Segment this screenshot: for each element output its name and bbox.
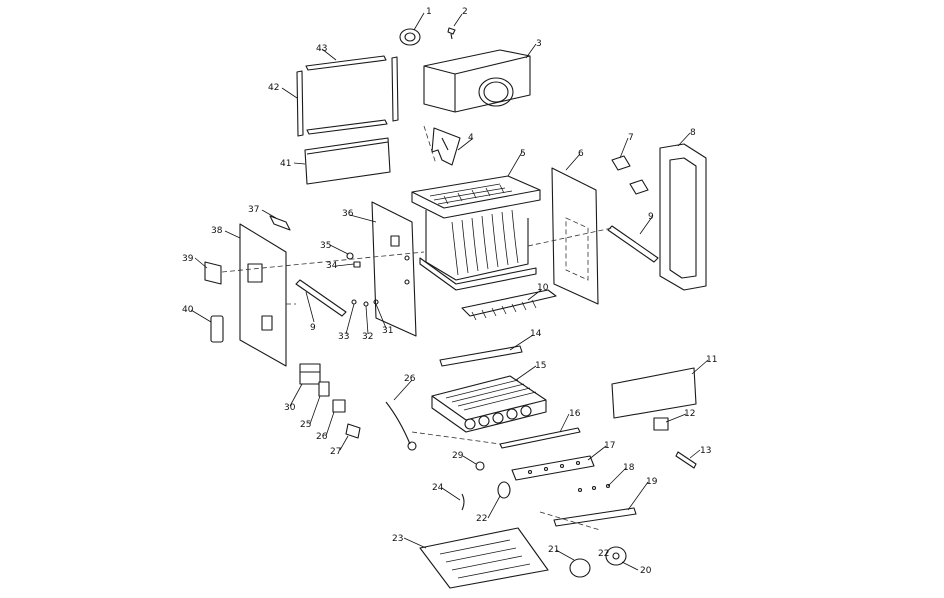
part-4-bracket	[431, 127, 461, 166]
part-13-screw	[675, 451, 697, 469]
callout-1: 1	[426, 7, 432, 17]
leader-lines	[190, 12, 709, 571]
callout-22-left: 22	[598, 549, 609, 559]
part-36-inner-panel	[371, 201, 417, 337]
callout-27: 27	[330, 447, 341, 457]
callout-31: 31	[382, 326, 393, 336]
part-34-fitting	[353, 261, 361, 268]
callout-2: 2	[462, 7, 468, 17]
callout-14: 14	[530, 329, 542, 339]
callout-21: 21	[548, 545, 559, 555]
callout-12: 12	[684, 409, 695, 419]
callout-30: 30	[284, 403, 296, 413]
callout-40: 40	[182, 305, 194, 315]
callout-38: 38	[211, 226, 223, 236]
part-1-collar	[399, 28, 421, 46]
part-27-clip	[345, 423, 361, 439]
part-26-thermocouple	[385, 401, 417, 451]
callout-8: 8	[690, 128, 696, 138]
callout-29: 29	[452, 451, 464, 461]
part-17-rail	[511, 455, 595, 481]
part-22-collar	[497, 481, 511, 499]
part-10-burner-tray	[461, 289, 557, 321]
callout-39: 39	[182, 254, 194, 264]
part-21-cap	[569, 558, 591, 578]
part-19-bar	[553, 507, 637, 527]
assembly-lines	[221, 125, 613, 531]
callout-18: 18	[623, 463, 635, 473]
part-40-cover	[210, 315, 224, 343]
callout-34: 34	[326, 261, 338, 271]
part-37-clip	[269, 215, 291, 231]
part-25-switch	[318, 381, 330, 397]
callout-35: 35	[320, 241, 331, 251]
callout-4: 4	[468, 133, 474, 143]
part-12-valve	[653, 417, 669, 431]
callout-labels: 1 2 3 4 5 6 7 8 9 9 10 11 12 13 14 15 16…	[182, 7, 717, 576]
part-38-outer-side-panel	[239, 223, 287, 367]
part-20-knob	[605, 546, 627, 566]
callout-10: 10	[537, 283, 549, 293]
part-7-clips	[611, 155, 649, 195]
callout-37: 37	[248, 205, 259, 215]
callout-3: 3	[536, 39, 542, 49]
callout-42: 42	[268, 83, 279, 93]
part-16-manifold	[499, 427, 581, 449]
part-9-angle-strip-left	[295, 279, 347, 317]
callout-23: 23	[392, 534, 403, 544]
part-14-rail	[439, 345, 523, 367]
part-26-block	[332, 399, 346, 413]
part-43-top-strip	[305, 55, 387, 71]
part-15-burner-assembly	[431, 375, 547, 433]
part-39-plate	[204, 261, 222, 285]
part-18-orifices	[577, 483, 611, 493]
callout-33: 33	[338, 332, 349, 342]
part-41-panel	[304, 137, 391, 185]
callout-41: 41	[280, 159, 291, 169]
part-9-angle-strip-right	[607, 225, 659, 263]
callout-6: 6	[578, 149, 584, 159]
callout-7: 7	[628, 133, 634, 143]
callout-19: 19	[646, 477, 658, 487]
callout-13: 13	[700, 446, 711, 456]
callout-43: 43	[316, 44, 327, 54]
callout-11: 11	[706, 355, 717, 365]
part-29-nut	[475, 461, 485, 471]
part-42-side-panel	[296, 56, 399, 137]
part-11-panel	[611, 367, 697, 419]
callout-25: 25	[300, 420, 311, 430]
callout-5: 5	[520, 149, 526, 159]
callout-26-lower: 26	[316, 432, 328, 442]
part-8-frame	[659, 143, 707, 291]
callout-20: 20	[640, 566, 652, 576]
callout-17: 17	[604, 441, 615, 451]
callout-26-upper: 26	[404, 374, 416, 384]
part-24-pilot	[461, 493, 465, 511]
callout-16: 16	[569, 409, 581, 419]
part-3-draft-hood	[423, 49, 531, 113]
callout-15: 15	[535, 361, 546, 371]
part-30-valve	[299, 363, 321, 385]
callout-9-left: 9	[310, 323, 316, 333]
part-2-screw	[447, 27, 456, 40]
part-31-33-fittings	[351, 299, 379, 307]
callout-22-right: 22	[476, 514, 487, 524]
callout-36: 36	[342, 209, 354, 219]
callout-32: 32	[362, 332, 373, 342]
callout-9-right: 9	[648, 212, 654, 222]
callout-24: 24	[432, 483, 444, 493]
part-23-bottom-grate	[419, 527, 549, 589]
part-5-heat-exchanger	[411, 175, 541, 291]
